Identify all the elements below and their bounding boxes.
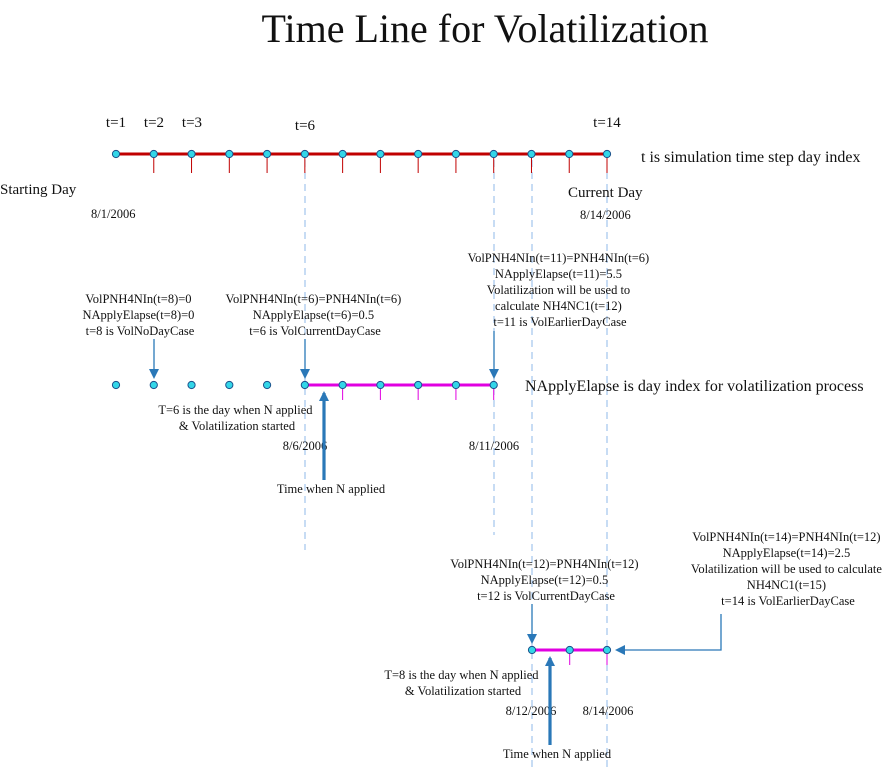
note-t11-line-4: calculate NH4NC1(t=12) (495, 299, 622, 313)
note-t6-line-1: VolPNH4NIn(t=6)=PNH4NIn(t=6) (226, 292, 402, 306)
note-t14-line-2: NApplyElapse(t=14)=2.5 (723, 546, 851, 560)
bottom-applied-line-1: T=8 is the day when N applied (384, 668, 539, 682)
top-node-2 (149, 149, 158, 159)
note-t11-line-2: NApplyElapse(t=11)=5.5 (495, 267, 622, 281)
middle-nodes (111, 380, 498, 390)
note-t11-line-3: Volatilization will be used to (487, 283, 631, 297)
bottom-applied-note: T=8 is the day when N applied & Volatili… (384, 668, 541, 698)
note-t12-line-3: t=12 is VolCurrentDayCase (477, 589, 615, 603)
middle-node-7 (338, 380, 347, 390)
top-node-6 (300, 149, 309, 159)
middle-time-applied: Time when N applied (277, 482, 386, 496)
note-t11-line-5: t=11 is VolEarlierDayCase (493, 315, 627, 329)
middle-date-right: 8/11/2006 (469, 439, 519, 453)
note-t14-line-1: VolPNH4NIn(t=14)=PNH4NIn(t=12) (692, 530, 880, 544)
top-node-3 (187, 149, 196, 159)
bottom-applied-line-2: & Volatilization started (405, 684, 522, 698)
tick-label-t1: t=1 (106, 115, 126, 131)
middle-node-10 (451, 380, 461, 390)
starting-day-label: Starting Day (0, 182, 77, 198)
current-day-date: 8/14/2006 (580, 208, 631, 222)
napply-description: NApplyElapse is day index for volatiliza… (525, 378, 864, 395)
top-node-11 (489, 149, 498, 159)
note-t8-line-2: NApplyElapse(t=8)=0 (82, 308, 194, 322)
top-node-7 (338, 149, 347, 159)
middle-date-left: 8/6/2006 (283, 439, 327, 453)
top-node-4 (225, 149, 234, 159)
bottom-ticks (569, 650, 608, 665)
note-t14-line-4: NH4NC1(t=15) (747, 578, 826, 592)
middle-node-3 (187, 380, 196, 390)
middle-applied-line-2: & Volatilization started (179, 419, 296, 433)
middle-section: VolPNH4NIn(t=8)=0 NApplyElapse(t=8)=0 t=… (82, 251, 863, 496)
note-t11-line-1: VolPNH4NIn(t=11)=PNH4NIn(t=6) (468, 251, 650, 265)
middle-applied-note: T=6 is the day when N applied & Volatili… (158, 403, 315, 433)
top-node-13 (565, 149, 574, 159)
top-node-14 (602, 149, 612, 159)
diagram-title: Time Line for Volatilization (261, 6, 708, 51)
tick-label-t14: t=14 (593, 115, 621, 131)
current-day-label: Current Day (568, 185, 643, 201)
top-node-10 (451, 149, 461, 159)
note-t11: VolPNH4NIn(t=11)=PNH4NIn(t=6) NApplyElap… (468, 251, 653, 329)
bottom-section: VolPNH4NIn(t=12)=PNH4NIn(t=12) NApplyEla… (384, 530, 885, 761)
bottom-date-left: 8/12/2006 (506, 704, 557, 718)
note-t12-line-1: VolPNH4NIn(t=12)=PNH4NIn(t=12) (450, 557, 638, 571)
note-t14-line-3: Volatilization will be used to calculate (691, 562, 882, 576)
note-t14-line-5: t=14 is VolEarlierDayCase (721, 594, 855, 608)
note-t6-line-3: t=6 is VolCurrentDayCase (249, 324, 381, 338)
starting-day-date: 8/1/2006 (91, 207, 135, 221)
middle-node-4 (225, 380, 234, 390)
note-t6-line-2: NApplyElapse(t=6)=0.5 (253, 308, 374, 322)
bottom-nodes (527, 645, 612, 655)
bottom-time-applied: Time when N applied (503, 747, 612, 761)
top-node-1 (111, 149, 121, 159)
note-t6: VolPNH4NIn(t=6)=PNH4NIn(t=6) NApplyElaps… (226, 292, 405, 338)
middle-node-5 (262, 380, 272, 390)
arrow-note-t14 (615, 614, 722, 655)
top-node-5 (262, 149, 272, 159)
note-t12-line-2: NApplyElapse(t=12)=0.5 (481, 573, 609, 587)
tick-label-t6: t=6 (295, 118, 316, 134)
middle-applied-line-1: T=6 is the day when N applied (158, 403, 313, 417)
bottom-node-3 (602, 645, 612, 655)
middle-node-11 (489, 380, 498, 390)
middle-node-8 (376, 380, 385, 390)
middle-node-9 (414, 380, 423, 390)
note-t8: VolPNH4NIn(t=8)=0 NApplyElapse(t=8)=0 t=… (82, 292, 197, 338)
note-t8-line-3: t=8 is VolNoDayCase (86, 324, 195, 338)
top-timeline-description: t is simulation time step day index (641, 149, 861, 166)
middle-node-2 (149, 380, 158, 390)
tick-label-t2: t=2 (144, 115, 164, 131)
top-nodes (111, 149, 612, 159)
top-node-12 (527, 149, 536, 159)
note-t12: VolPNH4NIn(t=12)=PNH4NIn(t=12) NApplyEla… (450, 557, 641, 603)
top-node-8 (376, 149, 385, 159)
tick-label-t3: t=3 (182, 115, 202, 131)
bottom-node-2 (565, 645, 574, 655)
middle-node-6 (300, 380, 309, 390)
note-t8-line-1: VolPNH4NIn(t=8)=0 (85, 292, 191, 306)
bottom-date-right: 8/14/2006 (583, 704, 634, 718)
note-t14: VolPNH4NIn(t=14)=PNH4NIn(t=12) NApplyEla… (691, 530, 885, 608)
bottom-node-1 (527, 645, 537, 655)
top-node-9 (414, 149, 423, 159)
middle-node-1 (111, 380, 121, 390)
top-timeline: t=1 t=2 t=3 t=6 t=14 t is simulation tim… (0, 115, 861, 222)
